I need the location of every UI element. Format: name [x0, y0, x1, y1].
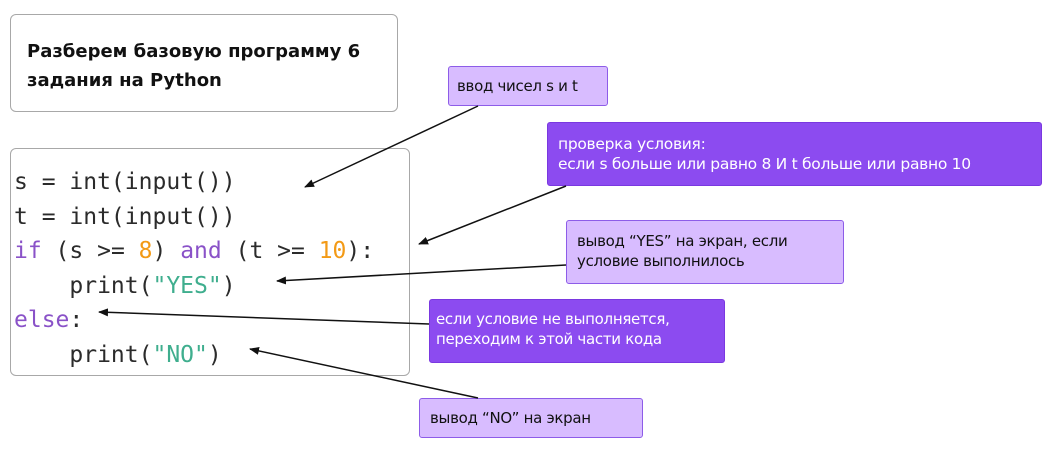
- number-8: 8: [138, 238, 153, 264]
- note-else: если условие не выполняется, переходим к…: [429, 299, 725, 363]
- arrow-to-condition-line: [418, 185, 567, 245]
- note-condition-line-2: если s больше или равно 8 И t больше или…: [558, 155, 971, 173]
- print-yes-call: print(: [14, 272, 153, 299]
- title-line-1: Разберем базовую программу 6: [27, 41, 361, 62]
- keyword-and: and: [180, 238, 222, 264]
- note-else-line-1: если условие не выполняется,: [436, 310, 670, 328]
- print-no-call: print(: [14, 341, 153, 368]
- code-box: s = int(input()) t = int(input()) if (s >=…: [10, 148, 410, 376]
- note-no-text: вывод “NO” на экран: [430, 409, 591, 427]
- note-condition: проверка условия: если s больше или равн…: [547, 122, 1042, 186]
- condition-mid: ): [152, 238, 181, 264]
- string-yes: "YES": [152, 272, 222, 299]
- condition-s: (s >=: [41, 238, 139, 264]
- code-line-3: if (s >= 8) and (t >= 10):: [14, 234, 374, 269]
- note-else-line-2: переходим к этой части кода: [436, 330, 662, 348]
- title-box: Разберем базовую программу 6 задания на …: [10, 14, 398, 112]
- code-line-1: s = int(input()): [14, 169, 236, 195]
- else-colon: :: [69, 307, 84, 333]
- code-line-4: print("YES"): [14, 269, 374, 304]
- title-text: Разберем базовую программу 6 задания на …: [27, 37, 381, 95]
- note-yes: вывод “YES” на экран, если условие выпол…: [566, 220, 844, 284]
- condition-t: (t >=: [221, 238, 319, 264]
- condition-end: ):: [346, 238, 375, 264]
- number-10: 10: [318, 238, 347, 264]
- keyword-else: else: [14, 307, 70, 333]
- print-yes-close: ): [221, 272, 236, 299]
- note-no: вывод “NO” на экран: [419, 398, 643, 438]
- note-yes-line-2: условие выполнилось: [577, 252, 745, 270]
- title-line-2: задания на Python: [27, 70, 222, 91]
- code-line-2: t = int(input()): [14, 203, 236, 230]
- string-no: "NO": [152, 341, 208, 368]
- keyword-if: if: [14, 238, 42, 264]
- code-block: s = int(input()) t = int(input()) if (s >=…: [14, 165, 374, 372]
- note-yes-line-1: вывод “YES” на экран, если: [577, 232, 788, 250]
- note-condition-line-1: проверка условия:: [558, 135, 706, 153]
- code-line-6: print("NO"): [14, 338, 374, 373]
- note-input: ввод чисел s и t: [448, 66, 608, 106]
- note-input-text: ввод чисел s и t: [457, 77, 578, 95]
- code-line-5: else:: [14, 303, 374, 338]
- print-no-close: ): [207, 341, 222, 368]
